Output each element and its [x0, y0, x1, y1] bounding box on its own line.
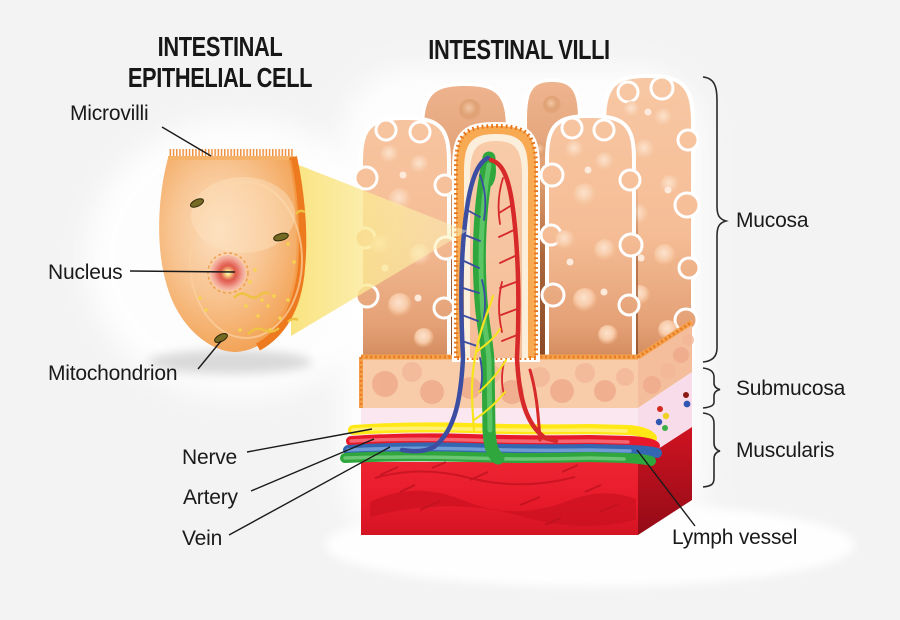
muscularis-brace: [702, 412, 721, 488]
vein-line: [228, 446, 391, 536]
microvilli-label: Microvilli: [70, 102, 149, 125]
nucleus-graphic: [207, 252, 249, 294]
lymph-vessel-label: Lymph vessel: [672, 526, 798, 549]
nucleus-line: [129, 270, 236, 273]
microvilli-line: [161, 126, 212, 157]
mitochondrion-line: [197, 340, 222, 370]
mitochondrion-graphic: [189, 198, 289, 343]
lymph-vessel-line: [636, 449, 696, 527]
microvilli-bristles: [169, 149, 293, 157]
magnifier-beam: [291, 162, 467, 336]
mucosa-label: Mucosa: [736, 209, 809, 232]
nucleus-label: Nucleus: [48, 261, 123, 284]
right-title: INTESTINAL VILLI: [428, 34, 610, 65]
ribosome-dots: [198, 242, 296, 332]
golgi-squiggles: [233, 209, 306, 335]
muscularis-layer: [361, 427, 692, 535]
left-title: INTESTINAL EPITHELIAL CELL: [103, 31, 337, 93]
mucosa-brace: [702, 76, 729, 363]
submucosa-label: Submucosa: [736, 377, 846, 400]
intestinal-wall-illustration: [291, 73, 701, 535]
nerve-label: Nerve: [182, 446, 238, 469]
villus: [539, 113, 644, 361]
mucosa-lamina-layer: [359, 319, 694, 408]
vessel-bands: [340, 422, 662, 466]
nerve-line: [246, 428, 373, 453]
leader-lines: [129, 126, 696, 536]
artery-label: Artery: [183, 486, 238, 509]
villus-vessels: [399, 151, 559, 465]
epithelial-cell-illustration: [148, 149, 312, 374]
vein-label: Vein: [182, 527, 223, 550]
submucosa-brace: [702, 367, 721, 409]
left-title-line1: INTESTINAL: [157, 31, 283, 62]
muscularis-label: Muscularis: [736, 439, 835, 462]
left-title-line2: EPITHELIAL CELL: [127, 62, 313, 93]
layer-braces: [702, 76, 729, 488]
mitochondrion-label: Mitochondrion: [48, 362, 178, 385]
artery-line: [250, 438, 375, 492]
